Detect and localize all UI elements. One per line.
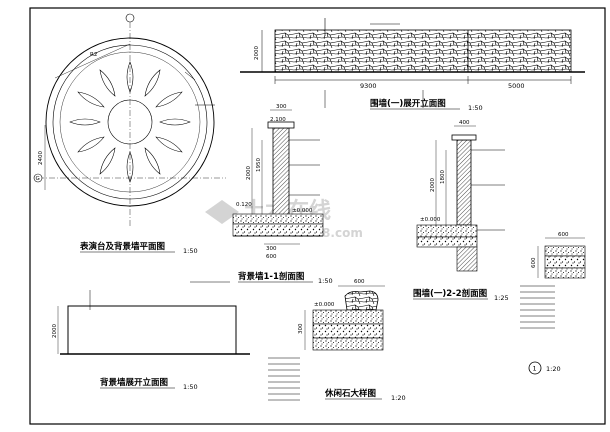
detail-1-marker-circle <box>528 361 542 375</box>
radial-petal-pattern <box>69 61 191 183</box>
stage-plan-title: 表演台及背景墙平面图 <box>79 241 165 252</box>
wall-section-scale: 1:25 <box>494 294 509 302</box>
wall-elev-width-right: 5000 <box>508 82 525 90</box>
petal-shape <box>144 69 161 97</box>
wall-section-height-dim: 2000 <box>430 178 436 192</box>
stage-plan-drawing: R2 2400 G 表演台及背景墙平面图 1:50 <box>33 13 226 255</box>
detail-1-drawing: 600 600 1 1:20 <box>520 232 586 375</box>
bg-section-elev-top: 2.100 <box>270 117 286 123</box>
bg-section-height-dim: 2000 <box>246 166 252 180</box>
petal-shape <box>155 91 183 108</box>
petal-shape <box>77 136 105 153</box>
detail-1-height-dim: 600 <box>531 257 537 268</box>
petal-shape <box>144 147 161 175</box>
bg-section-elev-base: ±0.000 <box>292 208 313 214</box>
bg-wall-section-drawing: 300 2.100 2000 1950 0.120 ±0.000 300 600… <box>232 104 333 285</box>
wall-section-top-dim: 400 <box>459 120 470 126</box>
petal-shape <box>126 151 134 183</box>
bg-section-base-dim-b: 600 <box>266 254 277 260</box>
stage-axis-mark: G <box>36 176 40 182</box>
wall-elev-scale: 1:50 <box>468 104 483 112</box>
bg-section-inner-dim: 1950 <box>256 158 262 172</box>
petal-shape <box>99 147 116 175</box>
bg-section-elev-left: 0.120 <box>236 202 252 208</box>
bg-section-base-dim-a: 300 <box>266 246 277 252</box>
wall-elev-height-dim: 2000 <box>254 46 260 60</box>
stone-height-dim: 300 <box>298 323 304 334</box>
stone-detail-scale: 1:20 <box>391 394 406 402</box>
petal-shape <box>155 136 183 153</box>
bg-section-scale: 1:50 <box>318 277 333 285</box>
leisure-stone <box>344 290 379 311</box>
bg-wall-elevation-drawing: 2000 背景墙展开立面图 1:50 <box>52 281 250 391</box>
stone-detail-drawing: 600 ±0.000 300 休闲石大样图 1:20 <box>268 279 406 402</box>
detail-1-width-dim: 600 <box>558 232 569 238</box>
petal-shape <box>99 69 116 97</box>
detail-1-marker: 1 <box>533 365 537 373</box>
wall-elev-width-left: 9300 <box>360 82 377 90</box>
bg-elev-scale: 1:50 <box>183 383 198 391</box>
stage-outer-circle <box>45 37 215 207</box>
wall-elevation-drawing: 2000 9300 5000 围墙(一)展开立面图 1:50 <box>240 18 585 112</box>
sheet-frame <box>29 7 606 425</box>
bg-section-title: 背景墙1-1剖面图 <box>238 271 304 282</box>
wall-section-inner-dim: 1800 <box>440 170 446 184</box>
detail-1-scale: 1:20 <box>546 365 561 373</box>
stage-plan-scale: 1:50 <box>183 247 198 255</box>
bg-wall-elevation-face <box>67 305 237 355</box>
stone-stair-lines <box>268 357 300 401</box>
wall-section-title: 围墙(一)2-2剖面图 <box>413 288 487 299</box>
stage-side-dim: 2400 <box>38 151 44 165</box>
stone-elev: ±0.000 <box>314 302 335 308</box>
wall-section-body <box>456 139 472 226</box>
wall-section-elev-base: ±0.000 <box>420 217 441 223</box>
petal-shape <box>126 61 134 93</box>
stone-width-dim: 600 <box>354 279 365 285</box>
petal-shape <box>77 91 105 108</box>
petal-shape <box>69 118 101 126</box>
stone-wall-face <box>274 29 572 73</box>
bg-section-top-dim: 300 <box>276 104 287 110</box>
bg-wall-section-body <box>272 127 290 221</box>
stage-radius-dim: R2 <box>90 52 97 58</box>
wall-elev-title: 围墙(一)展开立面图 <box>370 98 446 109</box>
petal-shape <box>159 118 191 126</box>
bg-elev-height-dim: 2000 <box>52 324 58 338</box>
detail-1-stair-lines <box>520 285 555 329</box>
stone-detail-title: 休闲石大样图 <box>324 388 376 399</box>
wall-section-drawing: 400 2000 1800 ±0.000 围墙(一)2-2剖面图 1:25 <box>413 120 509 302</box>
bg-elev-title: 背景墙展开立面图 <box>100 377 168 388</box>
